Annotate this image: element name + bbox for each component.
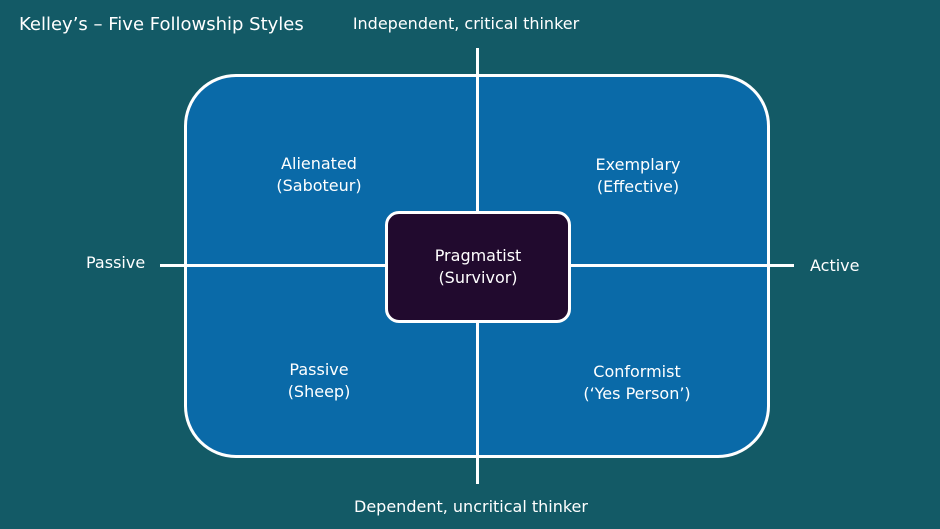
quadrant-alias: (‘Yes Person’)	[583, 384, 691, 403]
axis-label-bottom: Dependent, uncritical thinker	[354, 497, 588, 516]
quadrant-name: Conformist	[593, 362, 681, 381]
quadrant-exemplary: Exemplary (Effective)	[538, 154, 738, 198]
quadrant-name: Alienated	[281, 154, 357, 173]
axis-label-left: Passive	[86, 253, 146, 272]
quadrant-name: Exemplary	[595, 155, 681, 174]
center-alias: (Survivor)	[438, 268, 518, 287]
quadrant-passive: Passive (Sheep)	[219, 359, 419, 403]
slide-title: Kelley’s – Five Followship Styles	[19, 14, 304, 35]
quadrant-alias: (Effective)	[596, 177, 680, 196]
center-pragmatist-box: Pragmatist (Survivor)	[385, 211, 571, 323]
quadrant-conformist: Conformist (‘Yes Person’)	[537, 361, 737, 405]
quadrant-alias: (Saboteur)	[276, 176, 362, 195]
center-name: Pragmatist	[434, 246, 522, 265]
axis-label-top: Independent, critical thinker	[352, 14, 580, 33]
quadrant-alias: (Sheep)	[287, 382, 351, 401]
axis-label-right: Active	[810, 256, 860, 275]
quadrant-name: Passive	[289, 360, 349, 379]
quadrant-alienated: Alienated (Saboteur)	[219, 153, 419, 197]
